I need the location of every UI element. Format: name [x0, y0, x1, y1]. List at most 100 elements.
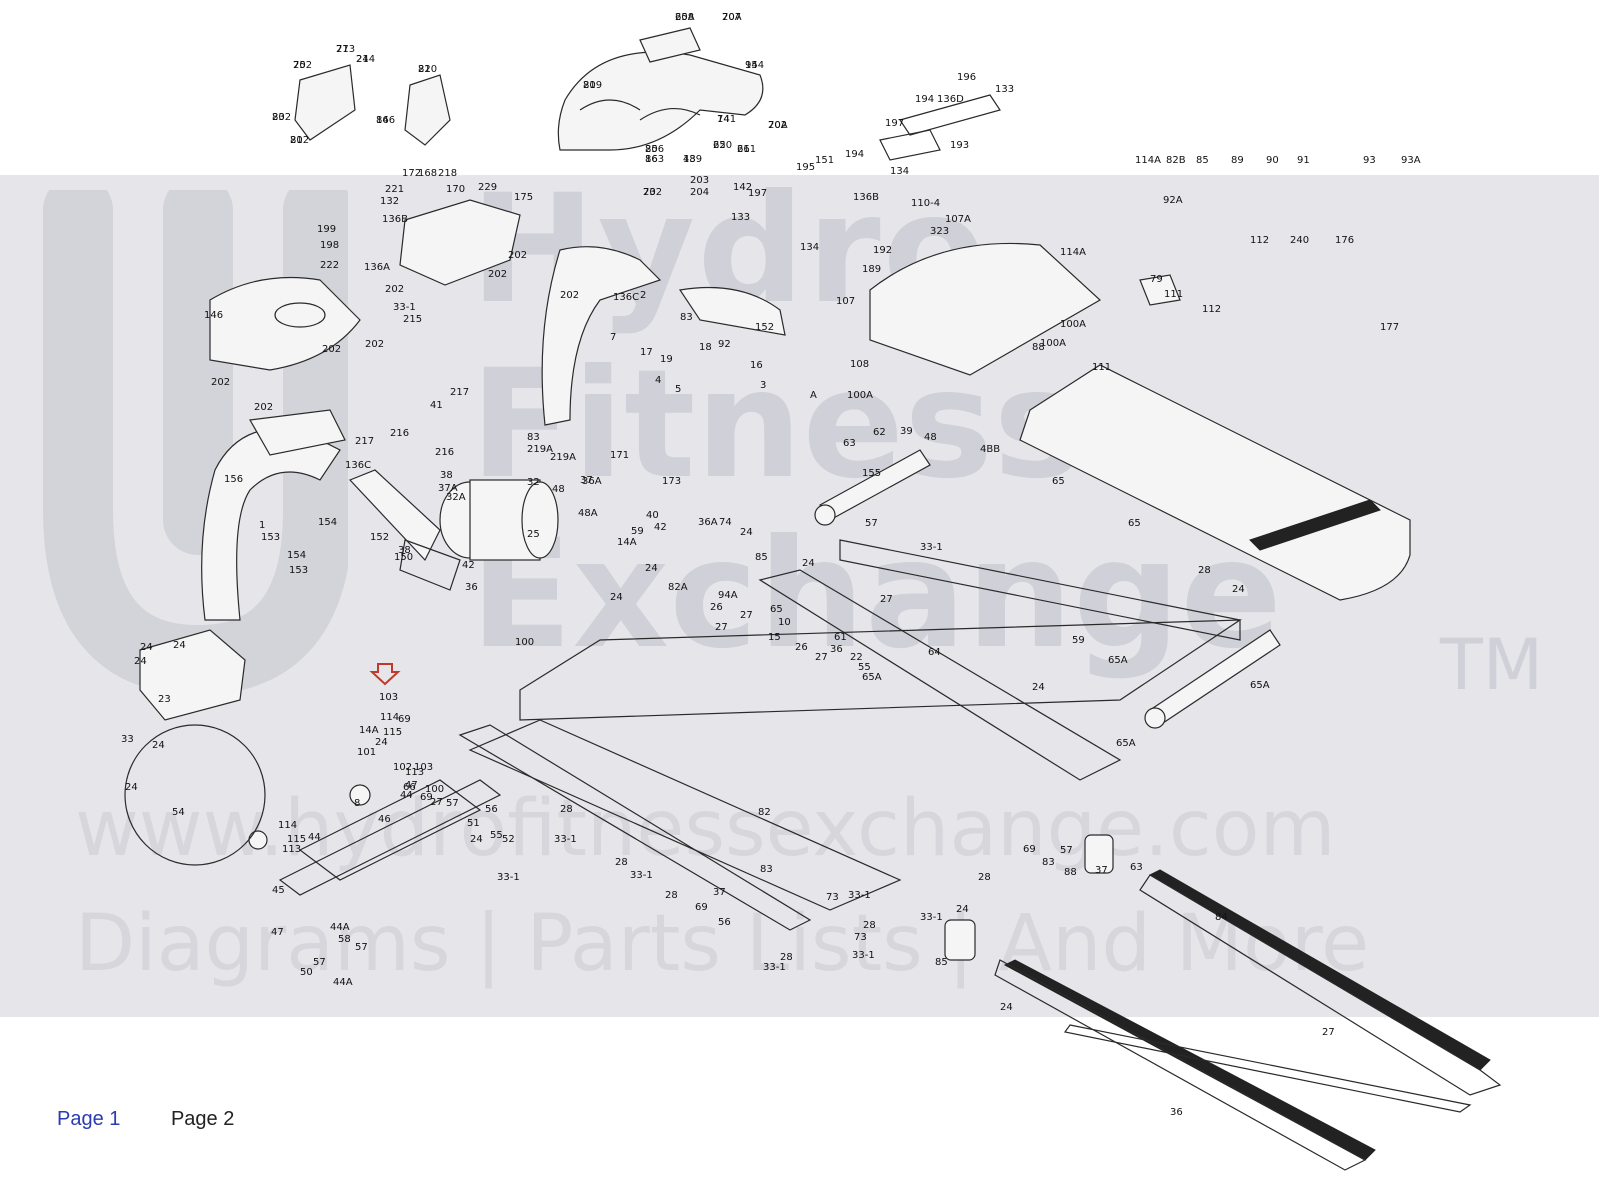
part-number-label: 24: [140, 642, 153, 653]
part-number-label: 202: [293, 60, 312, 71]
part-number-label: 171: [610, 450, 629, 461]
part-number-label: 28: [560, 804, 573, 815]
main-frame: [458, 539, 1243, 931]
part-number-label: 70A: [768, 120, 788, 131]
part-number-label: 27: [880, 594, 893, 605]
part-number-label: 202: [560, 290, 579, 301]
part-number-label: 215: [403, 314, 422, 325]
part-number-label: 114A: [1135, 155, 1161, 166]
part-number-label: 74: [719, 517, 732, 528]
part-number-label: 175: [514, 192, 533, 203]
part-number-label: 206: [645, 144, 664, 155]
part-number-label: 63: [843, 438, 856, 449]
part-number-label: 92: [718, 339, 731, 350]
part-number-label: 73: [643, 187, 656, 198]
part-number-label: 27: [740, 610, 753, 621]
part-number-label: 50: [300, 967, 313, 978]
part-number-label: 73: [826, 892, 839, 903]
part-number-label: 24: [125, 782, 138, 793]
part-number-label: 77: [336, 44, 349, 55]
part-number-label: 155: [862, 468, 881, 479]
part-number-label: 114: [278, 820, 297, 831]
part-number-label: 59: [1072, 635, 1085, 646]
part-number-label: 86: [645, 154, 658, 165]
part-number-label: 48: [924, 432, 937, 443]
part-number-label: 83: [527, 432, 540, 443]
part-number-label: 154: [287, 550, 306, 561]
part-number-label: 33-1: [848, 890, 871, 901]
part-number-label: 84: [376, 115, 389, 126]
watermark-brand-line3: Exchange: [470, 508, 1283, 682]
part-number-label: 28: [1198, 565, 1211, 576]
part-number-label: 28: [665, 890, 678, 901]
part-number-label: 14A: [359, 725, 379, 736]
part-number-label: 19: [660, 354, 673, 365]
part-number-label: 15: [768, 632, 781, 643]
part-number-label: 85: [645, 144, 658, 155]
page-2-link[interactable]: Page 2: [170, 1108, 235, 1130]
part-number-label: 103: [414, 762, 433, 773]
part-number-label: 88: [1064, 867, 1077, 878]
part-number-label: 156: [224, 474, 243, 485]
part-number-label: 202: [322, 344, 341, 355]
part-number-label: 196: [957, 72, 976, 83]
part-number-label: 202: [488, 269, 507, 280]
part-number-label: 28: [978, 872, 991, 883]
part-number-label: 37A: [438, 483, 458, 494]
part-number-label: 136B: [382, 214, 408, 225]
part-number-label: 203: [690, 175, 709, 186]
console-base: [209, 199, 521, 371]
part-number-label: 36A: [582, 476, 602, 487]
part-number-label: 65: [1052, 476, 1065, 487]
part-number-label: 24: [1232, 584, 1245, 595]
part-number-label: 323: [930, 226, 949, 237]
part-number-label: 202: [508, 250, 527, 261]
part-number-label: 24: [356, 54, 369, 65]
part-number-label: 79: [1150, 274, 1163, 285]
part-number-label: 85: [1196, 155, 1209, 166]
part-number-label: 204: [690, 187, 709, 198]
part-number-label: 65A: [1116, 738, 1136, 749]
page-1-link[interactable]: Page 1: [57, 1108, 121, 1130]
part-number-label: 41: [430, 400, 443, 411]
part-number-label: 194: [845, 149, 864, 160]
part-number-label: 65: [713, 140, 726, 151]
part-number-label: 114: [380, 712, 399, 723]
part-number-label: 55: [490, 830, 503, 841]
part-number-label: 219A: [550, 452, 576, 463]
part-number-label: 47: [271, 927, 284, 938]
part-number-label: 202: [385, 284, 404, 295]
part-number-label: 22: [850, 652, 863, 663]
part-number-label: 66: [737, 144, 750, 155]
part-number-label: 176: [1335, 235, 1354, 246]
part-number-label: 65A: [675, 12, 695, 23]
part-number-label: 18: [699, 342, 712, 353]
part-number-label: 83: [680, 312, 693, 323]
part-number-label: 65: [1128, 518, 1141, 529]
part-number-label: 27: [1322, 1027, 1335, 1038]
part-number-label: 163: [645, 154, 664, 165]
part-number-label: 100A: [847, 390, 873, 401]
part-number-label: 45: [272, 885, 285, 896]
part-number-label: 212: [290, 135, 309, 146]
part-number-label: 166: [376, 115, 395, 126]
part-number-label: 62: [873, 427, 886, 438]
part-number-label: 100A: [1040, 338, 1066, 349]
part-number-label: 24: [645, 563, 658, 574]
watermark-trademark: TM: [1440, 624, 1544, 706]
part-number-label: 51: [467, 818, 480, 829]
right-handle-parts: [879, 94, 1001, 161]
part-number-label: 69: [1023, 844, 1036, 855]
part-number-label: 4: [655, 375, 661, 386]
part-number-label: 48: [552, 484, 565, 495]
rear-roller: [1144, 629, 1281, 729]
part-number-label: 55: [858, 662, 871, 673]
part-number-label: 52: [502, 834, 515, 845]
part-number-label: 5: [675, 384, 681, 395]
part-number-label: 48: [683, 154, 696, 165]
part-number-label: 7: [610, 332, 616, 343]
part-number-label: 37: [1095, 865, 1108, 876]
part-number-label: 24: [375, 737, 388, 748]
part-number-label: 136B: [853, 192, 879, 203]
part-number-label: 24: [173, 640, 186, 651]
